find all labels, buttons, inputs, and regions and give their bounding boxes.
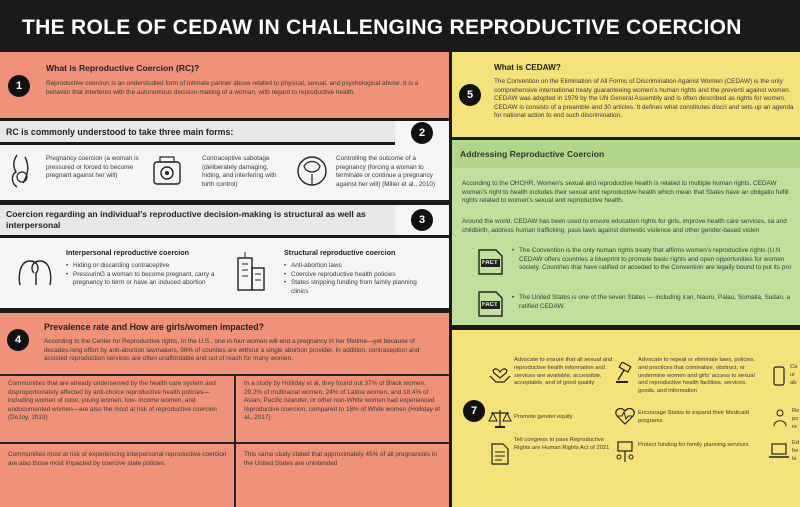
section-structural-body: Interpersonal reproductive coercion Hidi… xyxy=(0,238,449,308)
section-number-5: 5 xyxy=(459,84,481,106)
buildings-icon xyxy=(237,252,265,291)
section-2-heading: RC is commonly understood to take three … xyxy=(6,127,234,137)
addressing-p1: According to the OHCHR, Women’s sexual a… xyxy=(462,180,789,205)
interpersonal-list: Hiding or discarding contraceptive Press… xyxy=(66,262,216,288)
prevalence-left-1: Communities that are already underserved… xyxy=(8,380,217,422)
section-what-is-rc: 1 What is Reproductive Coercion (RC)? Re… xyxy=(0,52,449,118)
action-6-text: Protect funding for family planning serv… xyxy=(638,442,749,448)
protest-icon xyxy=(616,441,634,462)
form-1-text: Pregnancy coercion (a woman is pressured… xyxy=(46,155,139,180)
heart-rate-icon xyxy=(615,407,635,425)
section-forms-header: RC is commonly understood to take three … xyxy=(0,121,449,142)
section-5-text: The Convention on the Elimination of All… xyxy=(494,78,794,120)
action-2-text: Advocate to repeal or eliminate laws, po… xyxy=(638,357,756,395)
section-2-number-box: 2 xyxy=(395,121,449,146)
contraceptive-pills-icon xyxy=(153,156,181,185)
section-number-4: 4 xyxy=(7,329,29,351)
section-3-heading: Coercion regarding an individual’s repro… xyxy=(6,209,366,230)
form-2-text: Contraceptive sabotage (deliberately dam… xyxy=(202,155,277,188)
fact-1-text: The Convention is the only human rights … xyxy=(512,247,800,273)
section-6-heading: Addressing Reproductive Coercion xyxy=(460,149,605,159)
phone-icon xyxy=(773,366,785,386)
page-title: THE ROLE OF CEDAW IN CHALLENGING REPRODU… xyxy=(0,0,800,52)
structural-heading: Structural reproductive coercion xyxy=(284,248,396,257)
action-3-text: Promote gender equity xyxy=(514,414,573,420)
fact-document-icon xyxy=(478,291,503,317)
list-item: Hiding or discarding contraceptive xyxy=(66,262,216,271)
list-item: Coercive reproductive health policies xyxy=(284,271,419,280)
fact-2: The United States is one of the seven St… xyxy=(512,294,800,311)
section-1-text: Reproductive coercion is an understudied… xyxy=(46,80,419,96)
section-5-heading: What is CEDAW? xyxy=(494,63,561,72)
action-partial-2: Re po re xyxy=(792,408,800,430)
section-number-1: 1 xyxy=(8,75,30,97)
section-what-is-cedaw: 5 What is CEDAW? The Convention on the E… xyxy=(452,52,800,137)
list-item: States stripping funding from family pla… xyxy=(284,279,419,296)
document-icon xyxy=(491,443,509,465)
action-4-text: Encourage States to expand their Medicai… xyxy=(638,410,749,424)
gavel-icon xyxy=(616,362,632,383)
list-item: PressurinG a woman to become pregnant, c… xyxy=(66,271,216,288)
section-addressing-header: Addressing Reproductive Coercion xyxy=(452,140,800,168)
action-partial-1: Ca ur ab xyxy=(790,364,798,386)
structural-list: Anti-abortion laws Coercive reproductive… xyxy=(284,262,419,296)
addressing-p2: Around the world, CEDAW has been used to… xyxy=(462,218,787,234)
section-structural-header: Coercion regarding an individual’s repro… xyxy=(0,205,449,235)
fact-document-icon xyxy=(478,249,503,275)
divider xyxy=(0,374,449,376)
hands-heart-icon xyxy=(489,368,511,383)
pregnant-woman-icon xyxy=(11,154,29,188)
fact-1: The Convention is the only human rights … xyxy=(512,247,800,273)
action-1-text: Advocate to ensure that all sexual and r… xyxy=(514,357,613,387)
scales-icon xyxy=(488,410,512,428)
fact-label: FACT xyxy=(482,260,498,266)
action-partial-3: Ed he la xyxy=(792,440,800,462)
prevalence-right-2: This same study stated that approximatel… xyxy=(244,451,437,467)
section-number-2: 2 xyxy=(411,122,433,144)
section-addressing-body: According to the OHCHR, Women’s sexual a… xyxy=(452,168,800,325)
section-3-number-box: 3 xyxy=(395,205,449,235)
section-number-7: 7 xyxy=(463,400,485,422)
section-1-heading: What is Reproductive Coercion (RC)? xyxy=(46,63,200,73)
prevalence-right-1: In a study by Holliday et al, they found… xyxy=(244,380,441,422)
two-heads-icon xyxy=(18,260,52,286)
section-number-3: 3 xyxy=(411,209,433,231)
action-5-text: Tell congress to pass Reproductive Right… xyxy=(514,437,610,451)
section-4-text: According to the Center for Reproductive… xyxy=(44,338,420,363)
section-actions: 7 Advocate to ensure that all sexual and… xyxy=(452,330,800,507)
prevalence-left-2: Communities most at risk of experiencing… xyxy=(8,451,227,467)
section-forms-body: Pregnancy coercion (a woman is pressured… xyxy=(0,145,449,200)
womb-icon xyxy=(297,156,327,186)
list-item: Anti-abortion laws xyxy=(284,262,419,271)
interpersonal-heading: Interpersonal reproductive coercion xyxy=(66,248,190,257)
fact-label: FACT xyxy=(482,302,498,308)
laptop-icon xyxy=(769,443,789,458)
form-3-text: Controlling the outcome of a pregnancy (… xyxy=(336,155,436,188)
section-prevalence: 4 Prevalence rate and How are girls/wome… xyxy=(0,313,449,507)
people-icon xyxy=(773,409,787,427)
fact-2-text: The United States is one of the seven St… xyxy=(512,294,800,311)
divider xyxy=(234,374,236,507)
divider xyxy=(0,442,449,444)
section-4-heading: Prevalence rate and How are girls/women … xyxy=(44,322,264,332)
